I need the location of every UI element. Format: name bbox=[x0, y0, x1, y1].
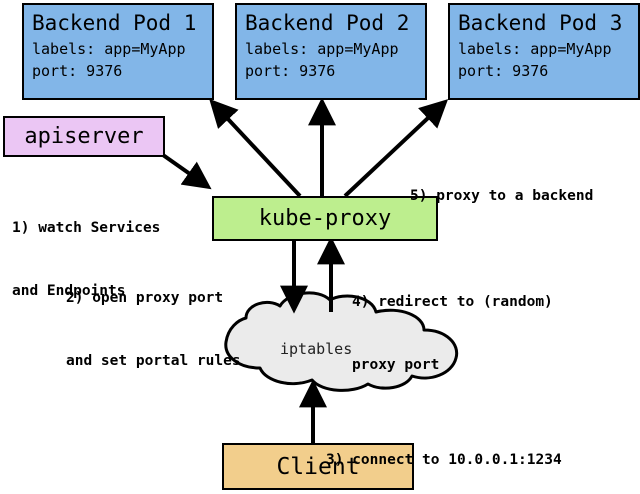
step-3-annotation: 3) connect to 10.0.0.1:1234 bbox=[326, 408, 562, 494]
arrow-apiserver-to-kubeproxy bbox=[161, 153, 212, 190]
step-1-annotation: 1) watch Services and Endpoints bbox=[12, 176, 160, 344]
client-box: Client bbox=[222, 443, 414, 490]
step-2-line-1: 2) open proxy port bbox=[66, 290, 224, 306]
backend-pod-3-port: port: 9376 bbox=[458, 62, 549, 80]
backend-pod-3-labels: labels: app=MyApp bbox=[458, 40, 612, 58]
client-label: Client bbox=[276, 453, 360, 480]
step-3-line-1: 3) connect to 10.0.0.1:1234 bbox=[326, 452, 562, 468]
step-1-line-1: 1) watch Services bbox=[12, 220, 161, 236]
backend-pod-3-title: Backend Pod 3 bbox=[458, 11, 623, 35]
backend-pod-2-box: Backend Pod 2 labels: app=MyApp port: 93… bbox=[235, 3, 427, 100]
backend-pod-1-port: port: 9376 bbox=[32, 62, 123, 80]
backend-pod-1-labels: labels: app=MyApp bbox=[32, 40, 186, 58]
step-2-annotation: 2) open proxy port and set portal rules bbox=[66, 246, 241, 414]
step-4-annotation: 4) redirect to (random) proxy port bbox=[352, 250, 553, 418]
step-4-line-2: proxy port bbox=[352, 357, 440, 373]
backend-pod-1-box: Backend Pod 1 labels: app=MyApp port: 93… bbox=[22, 3, 214, 100]
backend-pod-1-title: Backend Pod 1 bbox=[32, 11, 197, 35]
kube-proxy-label: kube-proxy bbox=[258, 206, 392, 231]
backend-pod-2-title: Backend Pod 2 bbox=[245, 11, 410, 35]
backend-pod-2-labels: labels: app=MyApp bbox=[245, 40, 399, 58]
iptables-label: iptables bbox=[280, 340, 353, 358]
iptables-cloud bbox=[224, 291, 459, 392]
backend-pod-3-box: Backend Pod 3 labels: app=MyApp port: 93… bbox=[448, 3, 640, 100]
apiserver-label: apiserver bbox=[24, 124, 144, 149]
kube-proxy-box: kube-proxy bbox=[212, 196, 438, 241]
arrow-kubeproxy-to-pod3 bbox=[343, 99, 449, 198]
step-5-line-1: 5) proxy to a backend bbox=[410, 188, 594, 204]
backend-pod-2-port: port: 9376 bbox=[245, 62, 336, 80]
step-5-annotation: 5) proxy to a backend bbox=[410, 144, 593, 249]
step-1-line-2: and Endpoints bbox=[12, 283, 126, 299]
apiserver-box: apiserver bbox=[3, 116, 165, 157]
step-2-line-2: and set portal rules bbox=[66, 353, 241, 369]
arrow-kubeproxy-to-pod1 bbox=[209, 98, 302, 198]
step-4-line-1: 4) redirect to (random) bbox=[352, 294, 553, 310]
